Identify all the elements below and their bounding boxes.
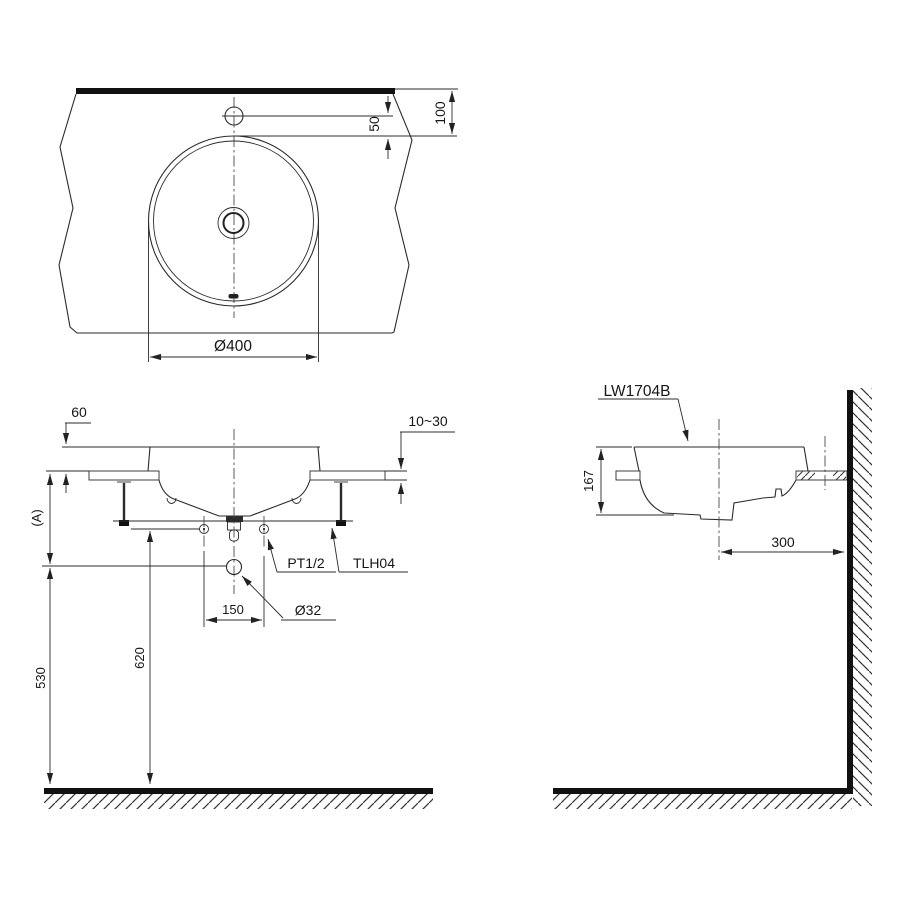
floor-hatch-right — [553, 794, 852, 809]
counter-section-left — [88, 470, 160, 481]
drain-flange — [226, 516, 243, 522]
dim-counter-height-ref: (A) — [29, 509, 44, 526]
rim-right-edge — [803, 446, 809, 472]
rod-foot — [119, 520, 129, 526]
wall-line — [847, 390, 853, 794]
label-drain-diameter: Ø32 — [295, 602, 322, 618]
mounting-lug-left — [166, 497, 177, 504]
leader-line — [330, 527, 340, 573]
rim-left-edge — [633, 446, 640, 472]
overflow-slot — [228, 294, 239, 299]
drain-recess — [217, 207, 250, 239]
label-product-code: LW1704B — [604, 383, 671, 400]
rim-right-edge — [317, 446, 321, 472]
dim-basin-depth: 167 — [581, 470, 596, 492]
counter-break-outline — [58, 93, 413, 334]
basin-rim-outer — [147, 135, 320, 307]
dim-supply-height: 620 — [132, 647, 147, 669]
wall-hatch — [853, 388, 872, 806]
front-view: 60 10~30 — [29, 404, 455, 809]
bowl-section-profile — [639, 479, 797, 521]
dim-wall-to-edge: 100 — [432, 101, 448, 125]
basin-rim-inner — [153, 140, 314, 302]
drain-hole — [222, 212, 245, 234]
rim-left-edge — [147, 446, 151, 472]
counter-section-left — [615, 470, 641, 481]
dim-drain-height: 530 — [33, 667, 48, 689]
dim-counter-thickness: 10~30 — [408, 413, 448, 429]
counter-hatch — [797, 471, 815, 480]
dim-supply-spacing: 150 — [222, 602, 244, 617]
dim-faucet-to-edge: 50 — [366, 116, 382, 132]
label-bottom-plate: TLH04 — [353, 555, 395, 571]
top-view: 50 100 Ø400 — [58, 88, 458, 362]
dim-basin-diameter: Ø400 — [214, 338, 252, 355]
counter-hatch — [833, 471, 846, 480]
bowl-outline — [158, 479, 311, 517]
leader-line — [267, 538, 278, 573]
wall-section-plan — [76, 88, 395, 94]
mounting-lug-right — [291, 497, 302, 504]
dim-rim-height: 60 — [71, 404, 87, 420]
leader-line — [677, 398, 689, 442]
label-supply-connection: PT1/2 — [287, 555, 325, 571]
floor-hatch-left — [44, 794, 433, 809]
supply-hole-center — [202, 527, 206, 531]
counter-section-right — [309, 470, 386, 481]
supply-hole-center — [262, 527, 266, 531]
rod-foot — [336, 520, 346, 526]
floor-line-left — [44, 788, 433, 794]
leader-line — [241, 575, 284, 619]
dim-center-to-wall: 300 — [771, 534, 795, 550]
drain-outlet-hole — [225, 558, 243, 576]
floor-line-right — [553, 788, 852, 794]
side-view: LW1704B 167 300 — [553, 383, 872, 809]
